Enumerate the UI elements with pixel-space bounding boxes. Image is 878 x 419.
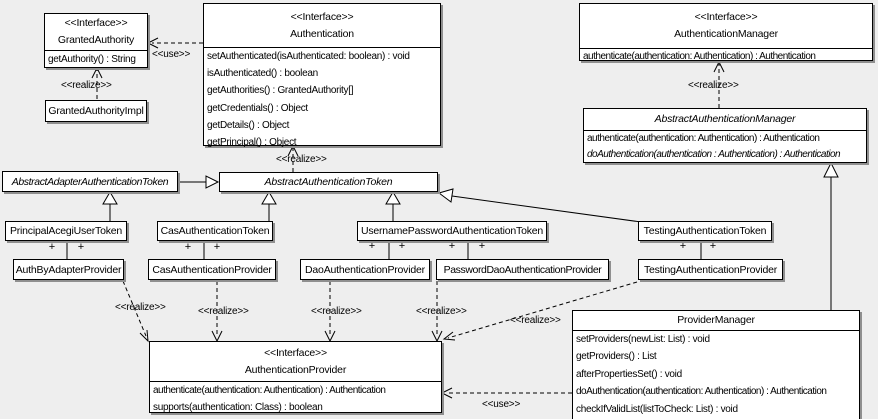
method: supports(authentication: Class) : boolea… [153,402,323,413]
class-name: ProviderManager [677,314,755,326]
use-label: <<use>> [152,49,191,60]
class-name: GrantedAuthorityImpl [48,105,144,117]
realize-label: <<realize>> [688,80,739,91]
use-label: <<use>> [482,399,521,410]
edge-generalization-cas-authentication-token [261,191,277,221]
method: authenticate(authentication: Authenticat… [587,133,820,144]
edge-realize-granted-authority-impl [91,66,103,99]
realize-label: <<realize>> [276,154,327,165]
edge-generalization-testing-authentication-token [437,188,642,223]
class-name: PasswordDaoAuthenticationProvider [443,263,602,276]
realize-label: <<realize>> [311,306,362,317]
method: isAuthenticated() : boolean [207,68,318,80]
class-name: AbstractAuthenticationToken [264,176,393,188]
edge-generalization-adapter-token-to-abstract-token [178,175,220,189]
class-box-granted-authority: <<Interface>> GrantedAuthority getAuthor… [44,13,148,68]
class-name: DaoAuthenticationProvider [305,263,425,276]
realize-label: <<realize>> [510,315,561,326]
class-name: TestingAuthenticationToken [643,225,767,237]
class-box-password-dao-authentication-provider: PasswordDaoAuthenticationProvider [436,259,609,280]
class-name: AuthenticationProvider [244,364,347,376]
edge-realize-abstract-authentication-token [287,144,299,172]
stereotype: <<Interface>> [290,11,354,23]
method: getDetails() : Object [207,119,290,131]
class-box-cas-authentication-provider: CasAuthenticationProvider [148,259,276,280]
class-name: AbstractAdapterAuthenticationToken [11,175,169,188]
edge-use-authentication-to-granted-authority [146,37,203,49]
stereotype: <<Interface>> [264,347,327,359]
method: getPrincipal() : Object [207,137,297,149]
class-box-authentication-provider: <<Interface>> AuthenticationProvider aut… [149,341,442,413]
method: getCredentials() : Object [207,102,308,114]
class-name: PrincipalAcegiUserToken [9,225,123,237]
method: authenticate(authentication: Authenticat… [583,51,816,62]
class-name: CasAuthenticationToken [160,225,270,237]
multiplicity-plus: + [48,241,56,253]
multiplicity-plus: + [448,240,456,252]
class-box-auth-by-adapter-provider: AuthByAdapterProvider [13,259,124,280]
edge-generalization-provider-manager [823,161,839,310]
method: setAuthenticated(isAuthenticated: boolea… [207,51,410,62]
method: getProviders() : List [576,351,657,363]
edge-use-provider-manager-to-authentication-provider [440,387,572,399]
method: afterPropertiesSet() : void [576,368,682,380]
multiplicity-plus: + [213,241,221,253]
class-box-granted-authority-impl: GrantedAuthorityImpl [45,100,147,122]
class-box-provider-manager: ProviderManager setProviders(newList: Li… [572,310,860,419]
multiplicity-plus: + [709,240,717,252]
method: setProviders(newList: List) : void [576,334,710,345]
class-name: UsernamePasswordAuthenticationToken [360,225,544,237]
edge-realize-testing-authentication-provider [442,281,638,341]
method: getAuthorities() : GrantedAuthority[] [207,85,354,97]
multiplicity-plus: + [478,240,486,252]
multiplicity-plus: + [77,241,85,253]
class-box-cas-authentication-token: CasAuthenticationToken [157,221,273,241]
class-box-authentication-manager: <<Interface>> AuthenticationManager auth… [579,3,873,62]
class-box-username-password-authentication-token: UsernamePasswordAuthenticationToken [357,221,547,241]
realize-label: <<realize>> [198,306,249,317]
method: doAuthentication(authentication: Authent… [576,386,827,398]
class-name: AuthenticationManager [674,28,778,40]
class-box-testing-authentication-provider: TestingAuthenticationProvider [638,259,783,280]
edge-realize-abstract-authentication-manager [713,60,725,108]
realize-label: <<realize>> [115,302,166,313]
multiplicity-plus: + [679,240,687,252]
edge-realize-auth-by-adapter-provider [122,280,149,343]
method: authenticate(authentication: Authenticat… [153,385,386,396]
class-box-testing-authentication-token: TestingAuthenticationToken [638,221,772,241]
method: getAuthority() : String [48,54,136,65]
class-box-abstract-authentication-token: AbstractAuthenticationToken [219,172,438,192]
multiplicity-plus: + [398,240,406,252]
edge-generalization-username-password-token [385,191,401,221]
class-box-abstract-adapter-authentication-token: AbstractAdapterAuthenticationToken [2,171,178,192]
multiplicity-plus: + [368,240,376,252]
multiplicity-plus: + [184,241,192,253]
method: doAuthentication(authentication : Authen… [587,149,841,160]
class-name: AuthByAdapterProvider [15,263,122,276]
class-name: TestingAuthenticationProvider [643,263,778,276]
stereotype: <<Interface>> [64,17,128,29]
class-box-dao-authentication-provider: DaoAuthenticationProvider [300,259,430,280]
realize-label: <<realize>> [61,80,112,91]
realize-label: <<realize>> [416,306,467,317]
stereotype: <<Interface>> [694,11,758,23]
class-name: GrantedAuthority [57,34,135,46]
class-name: CasAuthenticationProvider [152,263,272,276]
class-name: Authentication [290,28,354,40]
class-name: AbstractAuthenticationManager [654,113,796,125]
class-box-principal-acegi-user-token: PrincipalAcegiUserToken [5,221,127,241]
method: checkIfValidList(listToCheck: List) : vo… [576,403,738,415]
class-box-abstract-authentication-manager: AbstractAuthenticationManager authentica… [583,108,867,163]
class-box-authentication: <<Interface>> Authentication setAuthenti… [203,3,441,148]
edge-generalization-principal-acegi-user-token [102,191,118,221]
